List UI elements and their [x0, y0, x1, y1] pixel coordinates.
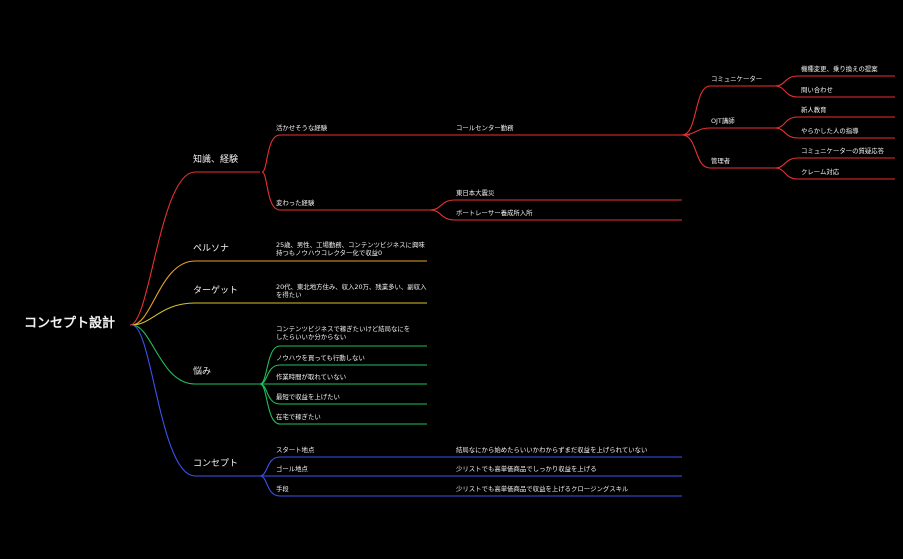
- connector: [429, 199, 682, 211]
- node-ojt-item-2[interactable]: やらかした人の指導: [801, 127, 859, 135]
- node-concept-value-means[interactable]: 少リストでも高単価商品で収益を上げるクロージングスキル: [456, 485, 629, 493]
- node-concept[interactable]: コンセプト: [193, 459, 239, 469]
- connector: [774, 127, 895, 139]
- node-ojt[interactable]: OJT講師: [711, 117, 735, 125]
- node-unusual-experience[interactable]: 変わった経験: [276, 199, 315, 207]
- branch-persona-lines: [131, 260, 427, 326]
- root-node[interactable]: コンセプト設計: [24, 316, 116, 331]
- node-worry-4[interactable]: 最短で収益を上げたい: [276, 393, 340, 401]
- connector: [131, 324, 260, 385]
- node-worry-1[interactable]: コンテンツビジネスで稼ぎたいけど結局なにをしたらいいか分からない: [276, 325, 411, 342]
- connector: [261, 134, 440, 173]
- node-communicator-item-2[interactable]: 問い合わせ: [801, 86, 833, 94]
- connector: [774, 157, 895, 169]
- node-communicator[interactable]: コミュニケーター: [711, 75, 763, 83]
- node-unusual-item-1[interactable]: 東日本大震災: [456, 189, 495, 197]
- connector: [774, 167, 895, 180]
- node-callcenter[interactable]: コールセンター勤務: [456, 124, 514, 132]
- node-knowledge[interactable]: 知識、経験: [193, 155, 239, 165]
- branch-concept-lines: [131, 324, 682, 497]
- node-worry-3[interactable]: 作業時間が取れていない: [276, 373, 347, 381]
- node-concept-value-goal[interactable]: 少リストでも高単価商品でしっかり収益を上げる: [456, 465, 597, 473]
- connector: [259, 383, 427, 425]
- node-persona[interactable]: ペルソナ: [193, 244, 230, 254]
- branch-knowledge-lines: [129, 75, 895, 326]
- node-target[interactable]: ターゲット: [193, 286, 239, 296]
- connector: [774, 85, 895, 98]
- connector: [681, 134, 775, 169]
- node-worry-5[interactable]: 在宅で稼ぎたい: [276, 413, 321, 421]
- connector: [774, 116, 895, 129]
- node-target-detail[interactable]: 20代、東北地方住み、収入20万、残業多い、副収入を得たい: [276, 283, 427, 300]
- node-manager-item-1[interactable]: コミュニケーターの質疑応答: [801, 147, 885, 155]
- connector: [261, 171, 430, 211]
- connector: [259, 456, 682, 477]
- connector: [681, 85, 775, 136]
- node-concept-value-start[interactable]: 結局なにから始めたらいいかわからずまだ収益を上げられていない: [456, 446, 648, 454]
- branch-target-lines: [131, 302, 427, 326]
- node-ojt-item-1[interactable]: 新人教育: [801, 106, 827, 114]
- node-communicator-item-1[interactable]: 機種変更、乗り換えの提案: [801, 65, 878, 73]
- node-concept-key-goal[interactable]: ゴール地点: [276, 465, 308, 473]
- node-worry-2[interactable]: ノウハウを買っても行動しない: [276, 354, 365, 362]
- node-useful-experience[interactable]: 活かせそうな経験: [276, 124, 328, 132]
- node-worries[interactable]: 悩み: [193, 367, 212, 377]
- connector: [259, 364, 427, 385]
- connector: [681, 127, 775, 136]
- node-persona-detail[interactable]: 25歳、男性、工場勤務、コンテンツビジネスに興味持つもノウハウコレクター化で収益…: [276, 241, 425, 258]
- connector: [131, 324, 260, 477]
- node-manager-item-2[interactable]: クレーム対応: [801, 168, 840, 176]
- connector: [774, 75, 895, 87]
- connector: [429, 209, 682, 221]
- connector: [129, 171, 260, 326]
- node-concept-key-means[interactable]: 手段: [276, 485, 289, 493]
- connector: [131, 260, 260, 326]
- node-unusual-item-2[interactable]: ボートレーサー養成所入所: [456, 209, 533, 217]
- node-concept-key-start[interactable]: スタート地点: [276, 446, 315, 454]
- connector: [259, 475, 682, 497]
- branch-worries-lines: [131, 324, 427, 425]
- connector: [131, 302, 260, 326]
- node-manager[interactable]: 管理者: [711, 157, 731, 165]
